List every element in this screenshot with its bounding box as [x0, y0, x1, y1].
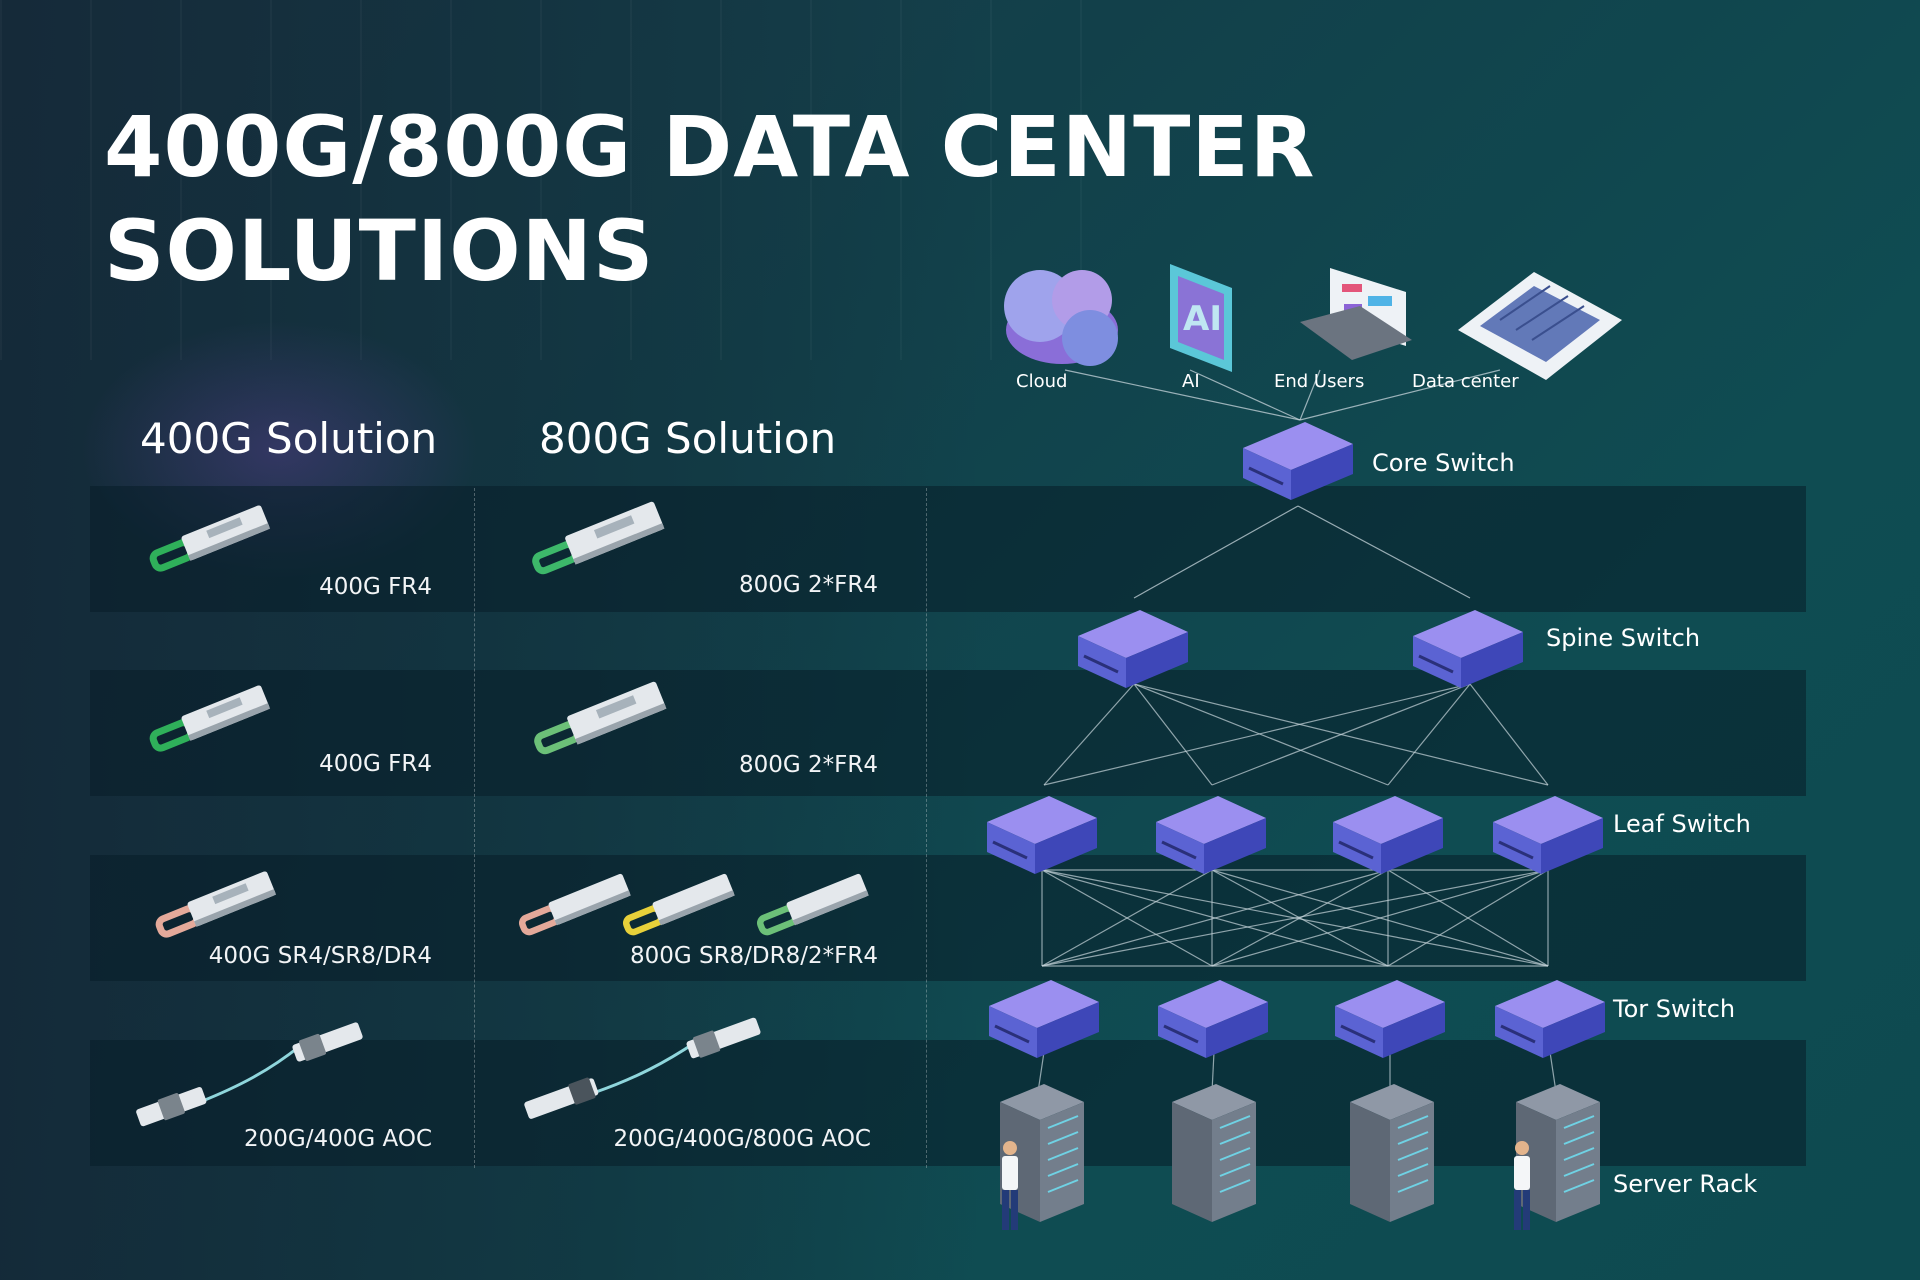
transceiver-400g-sr4-row3: [155, 871, 277, 938]
core-switch-icon: [1241, 420, 1355, 502]
tor-switch-icon-1: [987, 978, 1101, 1060]
links-spine-to-leaf: [1043, 683, 1549, 786]
label-leaf-switch: Leaf Switch: [1613, 810, 1751, 838]
product-label-row2-800g: 800G 2*FR4: [738, 752, 878, 778]
product-label-row4-400g: 200G/400G AOC: [244, 1126, 432, 1152]
table-row-band-2: [90, 670, 1806, 796]
ai-chip-mark: AI: [1183, 299, 1222, 339]
label-data-center: Data center: [1412, 371, 1519, 392]
transceiver-400g-fr4-row1: [149, 505, 271, 572]
tor-switch-icon-3: [1333, 978, 1447, 1060]
links-sources-to-core: [1064, 369, 1501, 421]
product-label-row1-800g: 800G 2*FR4: [738, 572, 878, 598]
spine-switch-icon-2: [1411, 608, 1525, 690]
data-center-icon: [1458, 272, 1622, 380]
product-label-row4-800g: 200G/400G/800G AOC: [613, 1126, 871, 1152]
transceiver-800g-2fr4-row2: [534, 681, 667, 755]
transceiver-800g-2fr4-row1: [532, 501, 665, 575]
transceiver-400g-fr4-row2: [149, 685, 271, 752]
label-end-users: End Users: [1274, 371, 1364, 392]
column-divider-1: [474, 488, 475, 1168]
label-cloud: Cloud: [1016, 371, 1067, 392]
links-leaf-to-tor: [1041, 869, 1549, 967]
leaf-switch-icon-4: [1491, 794, 1605, 876]
cloud-icon: [1004, 270, 1118, 366]
aoc-cable-200g-400g: [136, 1022, 363, 1127]
page-title-line-1: 400G/800G DATA CENTER: [104, 98, 1316, 196]
label-spine-switch: Spine Switch: [1546, 624, 1700, 652]
column-divider-2: [926, 488, 927, 1168]
label-ai: AI: [1182, 371, 1200, 392]
spine-switch-icon-1: [1076, 608, 1190, 690]
transceiver-800g-dr8-yellow: [622, 873, 735, 936]
product-label-row3-400g: 400G SR4/SR8/DR4: [208, 943, 432, 969]
product-label-row3-800g: 800G SR8/DR8/2*FR4: [629, 943, 878, 969]
column-heading-800g: 800G Solution: [539, 414, 837, 463]
product-label-row2-400g: 400G FR4: [319, 751, 432, 777]
tor-switch-icon-2: [1156, 978, 1270, 1060]
leaf-switch-icon-2: [1154, 794, 1268, 876]
server-rack-icon-2: [1171, 1083, 1257, 1223]
links-tor-to-rack: [1037, 1051, 1557, 1093]
table-row-band-1: [90, 486, 1806, 612]
server-rack-icon-3: [1349, 1083, 1435, 1223]
product-label-row1-400g: 400G FR4: [319, 574, 432, 600]
page-title-line-2: SOLUTIONS: [104, 202, 655, 300]
background-racks: [0, 0, 1100, 360]
label-server-rack: Server Rack: [1613, 1170, 1757, 1198]
label-core-switch: Core Switch: [1372, 449, 1515, 477]
tor-switch-icon-4: [1493, 978, 1607, 1060]
leaf-switch-icon-3: [1331, 794, 1445, 876]
ai-chip-icon: AI: [1170, 264, 1232, 372]
transceiver-800g-sr8-pink: [518, 873, 631, 936]
aoc-cable-200g-400g-800g: [524, 1017, 761, 1119]
laptop-icon: [1300, 268, 1412, 360]
transceiver-800g-2fr4-green: [756, 873, 869, 936]
label-tor-switch: Tor Switch: [1612, 995, 1735, 1023]
column-heading-400g: 400G Solution: [140, 414, 438, 463]
page-title: 400G/800G DATA CENTER SOLUTIONS: [104, 95, 1315, 303]
leaf-switch-icon-1: [985, 794, 1099, 876]
links-core-to-spine: [1133, 505, 1471, 599]
table-row-band-3: [90, 855, 1806, 981]
